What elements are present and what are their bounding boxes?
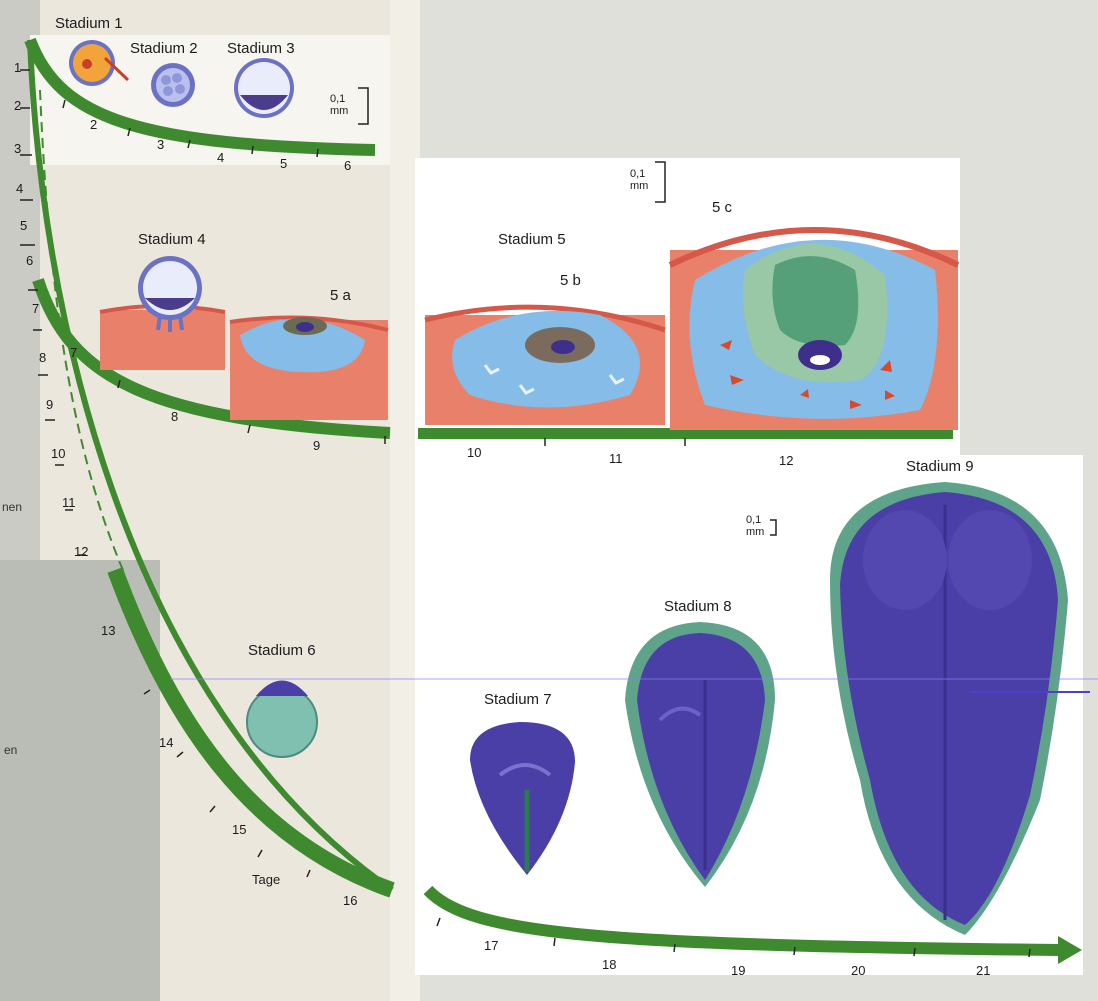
curve-day-16: 16: [343, 893, 357, 908]
label-stadium-5: Stadium 5: [498, 231, 566, 248]
scale-bar-3-value: 0,1: [746, 514, 764, 526]
label-stadium-8: Stadium 8: [664, 598, 732, 615]
scale-bar-2-value: 0,1: [630, 168, 648, 180]
scale-bar-2: 0,1 mm: [630, 168, 648, 192]
scale-bar-1-unit: mm: [330, 105, 348, 117]
label-stadium-2: Stadium 2: [130, 40, 198, 57]
label-stage-5c: 5 c: [712, 199, 732, 216]
label-stage-5a: 5 a: [330, 287, 351, 304]
curve-day-13: 13: [101, 623, 115, 638]
row1-day-5: 5: [280, 156, 287, 171]
scale-bar-3: 0,1 mm: [746, 514, 764, 538]
curve-day-2: 2: [14, 98, 21, 113]
stage5b-implantation: [425, 307, 665, 425]
label-stadium-9: Stadium 9: [906, 458, 974, 475]
scale-bar-1-value: 0,1: [330, 93, 348, 105]
stage5a-implantation: [230, 317, 388, 420]
stage3-blastocyst: [234, 58, 294, 118]
row4-day-18: 18: [602, 957, 616, 972]
curve-day-4: 4: [16, 181, 23, 196]
row3-day-10: 10: [467, 445, 481, 460]
row4-day-21: 21: [976, 963, 990, 978]
row4-day-17: 17: [484, 938, 498, 953]
curve-day-9: 9: [46, 397, 53, 412]
row1-day-6: 6: [344, 158, 351, 173]
curve-day-7: 7: [32, 301, 39, 316]
curve-day-8: 8: [39, 350, 46, 365]
scale-bar-3-unit: mm: [746, 526, 764, 538]
label-stadium-6: Stadium 6: [248, 642, 316, 659]
curve-day-12: 12: [74, 544, 88, 559]
label-stadium-3: Stadium 3: [227, 40, 295, 57]
stage2-morula: [151, 63, 195, 107]
edge-text-2: en: [4, 743, 17, 757]
curve-day-15: 15: [232, 822, 246, 837]
row1-day-4: 4: [217, 150, 224, 165]
stage5c-implantation: [670, 230, 958, 430]
label-stadium-4: Stadium 4: [138, 231, 206, 248]
row2-day-8: 8: [171, 409, 178, 424]
scale-bar-1: 0,1 mm: [330, 93, 348, 117]
axis-label-days: Tage: [252, 872, 280, 887]
curve-day-14: 14: [159, 735, 173, 750]
curve-day-5: 5: [20, 218, 27, 233]
row1-day-2: 2: [90, 117, 97, 132]
curve-day-11: 11: [62, 495, 76, 510]
row2-day-9: 9: [313, 438, 320, 453]
curve-day-10: 10: [51, 446, 65, 461]
label-stage-5b: 5 b: [560, 272, 581, 289]
row2-day-7: 7: [70, 345, 77, 360]
edge-text-1: nen: [2, 500, 22, 514]
row3-day-12: 12: [779, 453, 793, 468]
curve-day-1: 1: [14, 60, 21, 75]
curve-day-3: 3: [14, 141, 21, 156]
label-stadium-7: Stadium 7: [484, 691, 552, 708]
label-stadium-1: Stadium 1: [55, 15, 123, 32]
row3-day-11: 11: [609, 451, 623, 466]
row4-day-19: 19: [731, 963, 745, 978]
row1-day-3: 3: [157, 137, 164, 152]
curve-day-6: 6: [26, 253, 33, 268]
scale-bar-2-unit: mm: [630, 180, 648, 192]
row4-day-20: 20: [851, 963, 865, 978]
